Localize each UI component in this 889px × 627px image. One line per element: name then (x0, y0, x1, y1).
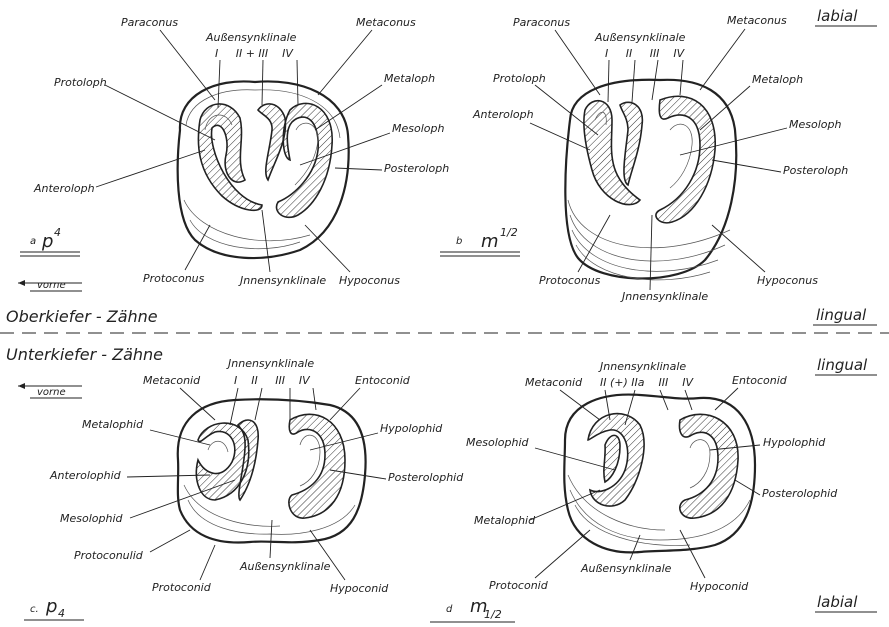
label-entoconid-c: Entoconid (355, 374, 411, 387)
panel-b-label: b m 1/2 (440, 226, 520, 256)
label-innensynklinale-b: Jnnensynklinale (620, 290, 708, 303)
label-innensynklinale-c: Jnnensynklinale (226, 357, 314, 370)
label-mesolophid-c: Mesolophid (60, 512, 124, 525)
label-metaconid-d: Metaconid (525, 376, 583, 389)
label-protoconus-a: Protoconus (143, 272, 205, 285)
svg-text:4: 4 (54, 226, 61, 239)
tooth-a-drawing (178, 81, 349, 258)
label-protoloph-a: Protoloph (54, 76, 107, 89)
svg-text:vorne: vorne (37, 280, 66, 291)
label-labial-bottom: labial (817, 593, 858, 611)
label-innensynklinale-d: Jnnensynklinale (598, 360, 686, 373)
label-mesoloph-a: Mesoloph (392, 122, 444, 135)
svg-text:p: p (45, 596, 57, 617)
panel-c-label: c. p 4 (24, 596, 84, 620)
label-metalophid-c: Metalophid (82, 418, 144, 431)
label-metaloph-b: Metaloph (752, 73, 803, 86)
svg-text:p: p (41, 231, 53, 252)
svg-text:b: b (456, 236, 462, 247)
svg-text:4: 4 (58, 607, 65, 620)
vorne-arrow-lower: vorne (18, 383, 82, 398)
label-lingual-lower: lingual (817, 356, 868, 374)
label-roman-c: I II III IV (234, 374, 311, 387)
tooth-d-drawing (564, 395, 755, 553)
label-innensynklinale-a: Jnnensynklinale (238, 274, 326, 287)
label-metaloph-a: Metaloph (384, 72, 435, 85)
label-roman-d: II (+) IIa III IV (600, 376, 694, 389)
label-anteroloph-b: Anteroloph (472, 108, 534, 121)
label-protoconid-d: Protoconid (489, 579, 549, 592)
label-protoconus-b: Protoconus (539, 274, 601, 287)
label-roman-a: I II + III IV (215, 47, 294, 60)
label-metalophid-d: Metalophid (474, 514, 536, 527)
label-paraconus-a: Paraconus (121, 16, 178, 29)
svg-text:a: a (30, 236, 36, 247)
label-aussensynklinale-c: Außensynklinale (239, 560, 331, 573)
label-entoconid-d: Entoconid (732, 374, 788, 387)
label-labial-top: labial (817, 7, 858, 25)
panel-d-label: d m 1/2 (430, 596, 515, 622)
label-metaconus-b: Metaconus (727, 14, 787, 27)
label-hypoconus-b: Hypoconus (757, 274, 818, 287)
label-protoconid-c: Protoconid (152, 581, 212, 594)
panel-a-label: a p 4 (20, 226, 80, 256)
label-paraconus-b: Paraconus (513, 16, 570, 29)
svg-text:m: m (481, 231, 499, 252)
svg-text:d: d (446, 604, 453, 615)
label-oberkiefer: Oberkiefer - Zähne (6, 307, 158, 326)
label-hypolophid-c: Hypolophid (380, 422, 443, 435)
label-posteroloph-b: Posteroloph (783, 164, 848, 177)
label-hypoconus-a: Hypoconus (339, 274, 400, 287)
label-aussensynklinale-d: Außensynklinale (580, 562, 672, 575)
label-mesoloph-b: Mesoloph (789, 118, 841, 131)
label-protoloph-b: Protoloph (493, 72, 546, 85)
label-metaconus-a: Metaconus (356, 16, 416, 29)
svg-text:1/2: 1/2 (484, 608, 502, 621)
vorne-arrow-upper: vorne (18, 280, 82, 291)
label-roman-b: I II III IV (605, 47, 686, 60)
label-aussensynklinale-a: Außensynklinale (205, 31, 297, 44)
svg-text:1/2: 1/2 (500, 226, 518, 239)
label-anterolophid-c: Anterolophid (49, 469, 122, 482)
label-metaconid-c: Metaconid (143, 374, 201, 387)
label-protoconulid-c: Protoconulid (74, 549, 144, 562)
svg-text:vorne: vorne (37, 387, 66, 398)
label-lingual-upper: lingual (816, 306, 867, 324)
label-posterolophid-c: Posterolophid (388, 471, 464, 484)
label-anteroloph-a: Anteroloph (33, 182, 95, 195)
label-hypolophid-d: Hypolophid (763, 436, 826, 449)
label-posteroloph-a: Posteroloph (384, 162, 449, 175)
label-hypoconid-d: Hypoconid (690, 580, 749, 593)
label-unterkiefer: Unterkiefer - Zähne (6, 345, 163, 364)
label-mesolophid-d: Mesolophid (466, 436, 530, 449)
label-aussensynklinale-b: Außensynklinale (594, 31, 686, 44)
label-posterolophid-d: Posterolophid (762, 487, 838, 500)
svg-text:c.: c. (30, 604, 39, 615)
label-hypoconid-c: Hypoconid (330, 582, 389, 595)
